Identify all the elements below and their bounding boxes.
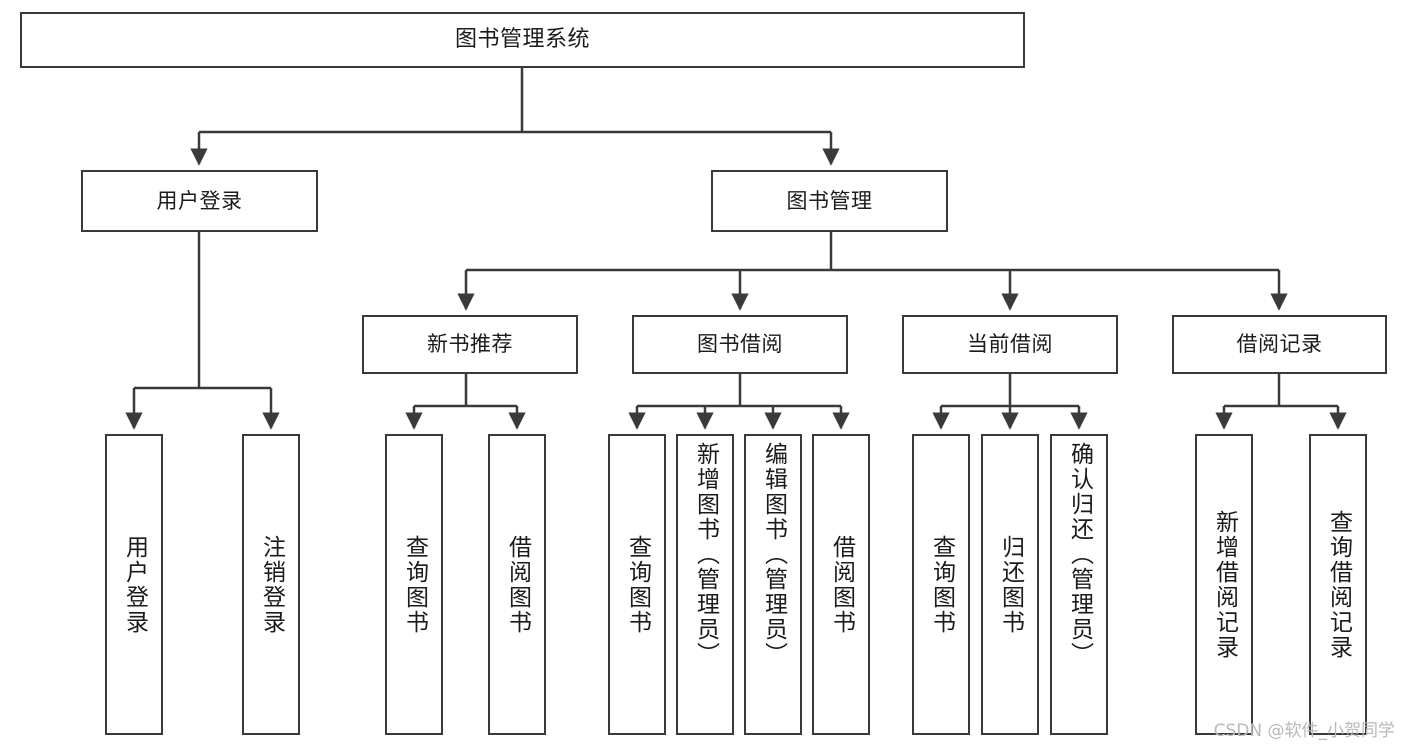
leaf-query-book-2-label: 查询图书 — [624, 534, 651, 635]
leaf-borrow-book-1-label: 借阅图书 — [504, 534, 531, 635]
node-new-book-rec-label: 新书推荐 — [427, 332, 513, 357]
leaf-query-record-label: 查询借阅记录 — [1325, 509, 1352, 660]
leaf-borrow-book-1[interactable]: 借阅图书 — [488, 434, 546, 735]
node-current-borrow-label: 当前借阅 — [967, 332, 1053, 357]
leaf-user-login-label: 用户登录 — [121, 534, 148, 635]
leaf-borrow-book-2[interactable]: 借阅图书 — [812, 434, 870, 735]
leaf-return-book[interactable]: 归还图书 — [981, 434, 1039, 735]
node-root-label: 图书管理系统 — [454, 27, 590, 53]
leaf-add-record-label: 新增借阅记录 — [1211, 509, 1238, 660]
node-book-manage[interactable]: 图书管理 — [711, 170, 948, 232]
leaf-user-login[interactable]: 用户登录 — [105, 434, 163, 735]
node-user-login[interactable]: 用户登录 — [81, 170, 318, 232]
leaf-add-book[interactable]: 新增图书（管理员） — [676, 434, 734, 735]
leaf-logout[interactable]: 注销登录 — [242, 434, 300, 735]
leaf-return-book-label: 归还图书 — [997, 534, 1024, 635]
leaf-confirm-return-label: 确认归还（管理员） — [1066, 442, 1093, 667]
node-book-borrow-label: 图书借阅 — [697, 332, 783, 357]
node-new-book-rec[interactable]: 新书推荐 — [362, 315, 578, 374]
node-borrow-record[interactable]: 借阅记录 — [1172, 315, 1387, 374]
leaf-query-book-1[interactable]: 查询图书 — [385, 434, 443, 735]
leaf-logout-label: 注销登录 — [258, 534, 285, 635]
leaf-edit-book-label: 编辑图书（管理员） — [760, 442, 787, 667]
leaf-borrow-book-2-label: 借阅图书 — [828, 534, 855, 635]
leaf-confirm-return[interactable]: 确认归还（管理员） — [1050, 434, 1108, 735]
leaf-query-book-3[interactable]: 查询图书 — [912, 434, 970, 735]
node-root[interactable]: 图书管理系统 — [20, 12, 1025, 68]
node-current-borrow[interactable]: 当前借阅 — [902, 315, 1118, 374]
leaf-query-record[interactable]: 查询借阅记录 — [1309, 434, 1367, 735]
leaf-query-book-1-label: 查询图书 — [401, 534, 428, 635]
leaf-query-book-3-label: 查询图书 — [928, 534, 955, 635]
leaf-add-record[interactable]: 新增借阅记录 — [1195, 434, 1253, 735]
node-borrow-record-label: 借阅记录 — [1236, 332, 1323, 357]
leaf-add-book-label: 新增图书（管理员） — [692, 442, 719, 667]
node-book-borrow[interactable]: 图书借阅 — [632, 315, 848, 374]
leaf-edit-book[interactable]: 编辑图书（管理员） — [744, 434, 802, 735]
node-book-manage-label: 图书管理 — [786, 188, 873, 213]
leaf-query-book-2[interactable]: 查询图书 — [608, 434, 666, 735]
node-user-login-label: 用户登录 — [156, 188, 243, 213]
